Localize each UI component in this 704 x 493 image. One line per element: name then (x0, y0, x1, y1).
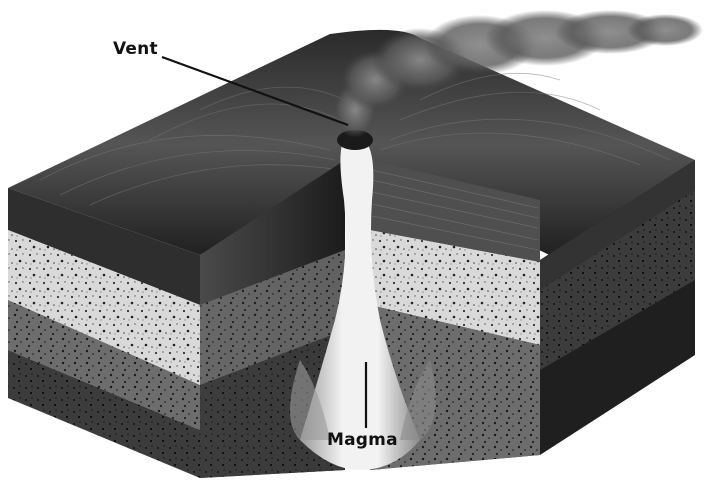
vent-label: Vent (113, 41, 158, 58)
magma-label: Magma (327, 432, 398, 449)
